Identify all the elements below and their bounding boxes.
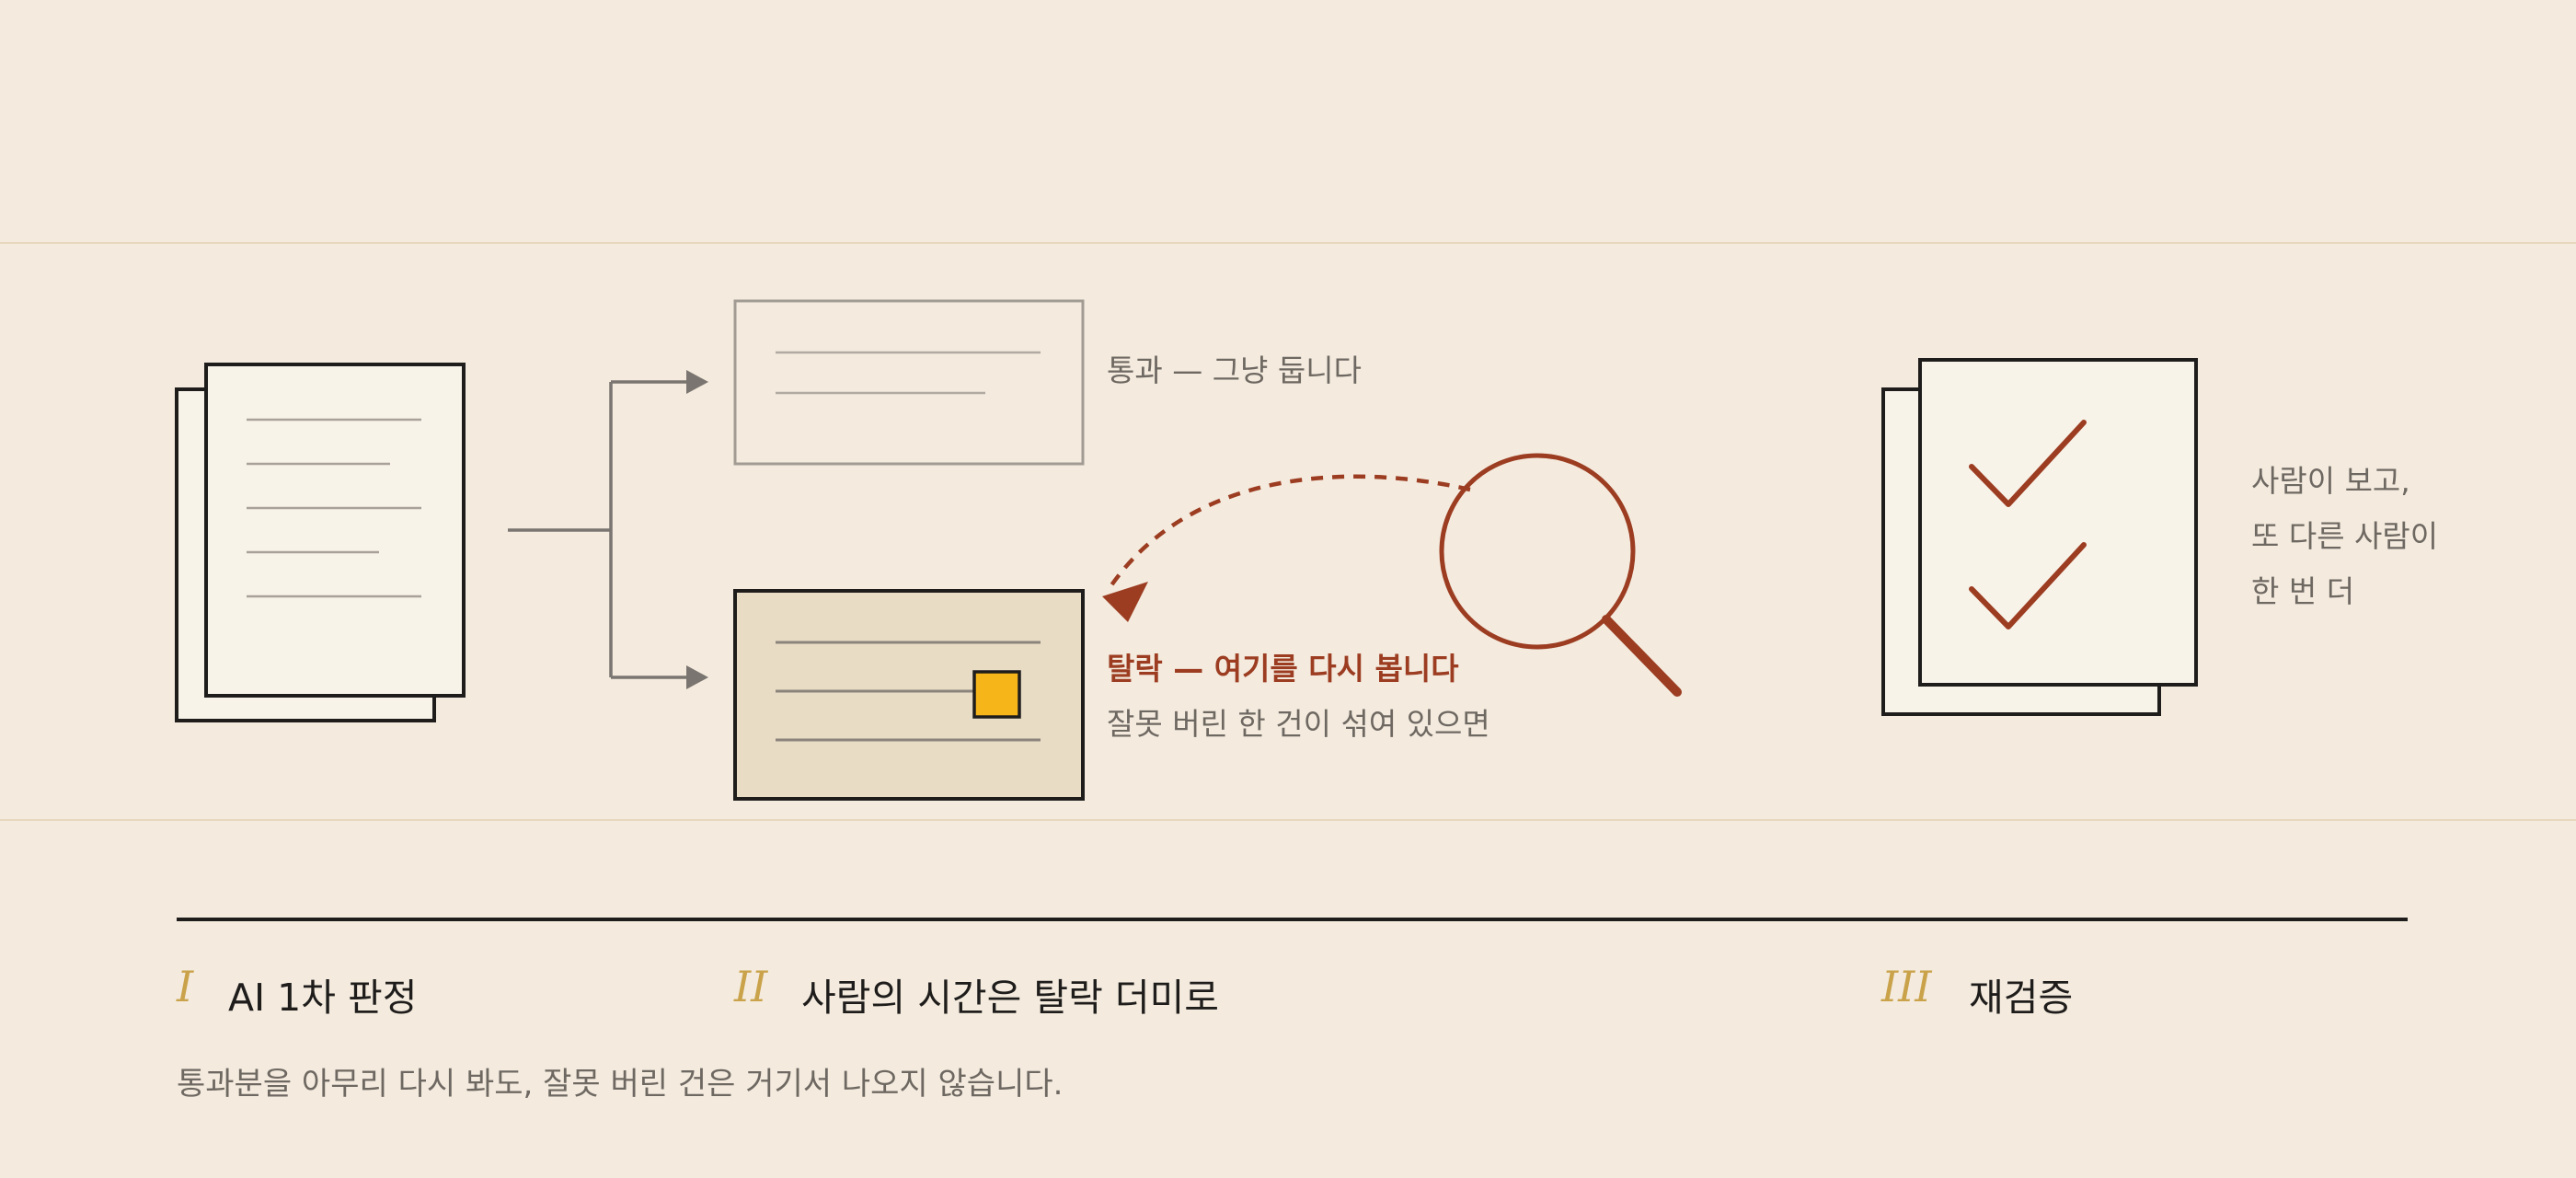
step-2-numeral: II [734, 962, 767, 1011]
step-2-title: 사람의 시간은 탈락 더미로 [801, 966, 1219, 1022]
misplaced-item-marker [974, 672, 1019, 717]
step-3-title: 재검증 [1969, 966, 2073, 1022]
footnote: 통과분을 아무리 다시 봐도, 잘못 버린 건은 거기서 나오지 않습니다. [177, 1058, 1063, 1103]
arrowhead-reject [686, 665, 708, 689]
pass-label: 통과 — 그냥 둡니다 [1107, 346, 1362, 390]
pass-box [735, 301, 1083, 464]
recheck-arrowhead [1102, 582, 1148, 622]
recheck-arrow [1111, 477, 1470, 585]
arrowhead-pass [686, 370, 708, 394]
legend-rule [177, 918, 2408, 921]
verified-stack-icon [1883, 360, 2196, 714]
step-3-numeral: III [1881, 962, 1932, 1011]
step-1-numeral: I [177, 962, 193, 1011]
review-line-2: 또 다른 사람이 [2251, 509, 2438, 564]
review-line-1: 사람이 보고, [2251, 454, 2438, 509]
review-caption: 사람이 보고, 또 다른 사람이 한 번 더 [2251, 454, 2438, 619]
branch-connector [508, 382, 688, 677]
reject-box [735, 591, 1083, 799]
magnifier-icon [1442, 456, 1677, 692]
review-line-3: 한 번 더 [2251, 564, 2438, 619]
reject-sublabel: 잘못 버린 한 건이 섞여 있으면 [1107, 699, 1490, 744]
document-stack-icon [177, 364, 464, 721]
step-1-title: AI 1차 판정 [228, 966, 417, 1022]
reject-label: 탈락 — 여기를 다시 봅니다 [1107, 644, 1459, 688]
